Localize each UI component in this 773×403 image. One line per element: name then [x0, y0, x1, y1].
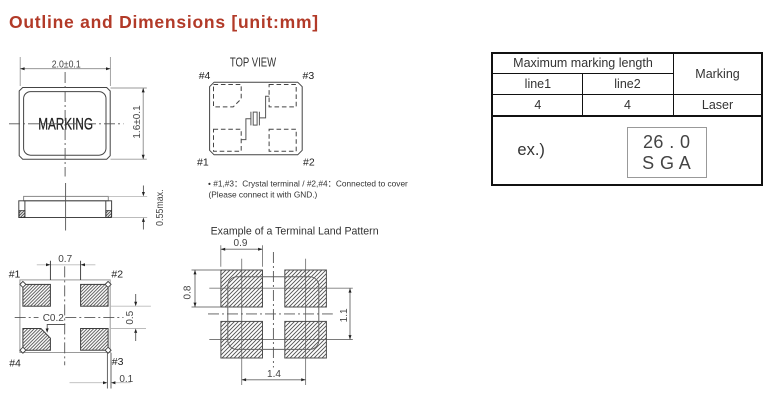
svg-text:#1: #1 [9, 269, 21, 281]
svg-text:0.9: 0.9 [234, 238, 248, 249]
svg-text:0.7: 0.7 [58, 254, 72, 265]
svg-text:Example of a Terminal Land Pat: Example of a Terminal Land Pattern [211, 225, 379, 237]
svg-text:TOP VIEW: TOP VIEW [230, 56, 276, 70]
svg-text:C0.2: C0.2 [43, 313, 65, 324]
svg-text:#1: #1 [197, 157, 209, 169]
svg-text:#4: #4 [199, 70, 211, 82]
svg-text:#2: #2 [111, 269, 123, 281]
svg-text:0.8: 0.8 [183, 285, 194, 299]
svg-text:(Please connect it with GND.): (Please connect it with GND.) [209, 190, 318, 200]
svg-text:MARKING: MARKING [38, 115, 93, 134]
svg-text:1.6±0.1: 1.6±0.1 [132, 105, 143, 139]
svg-text:2.0±0.1: 2.0±0.1 [52, 60, 81, 71]
svg-text:#4: #4 [9, 357, 21, 369]
svg-text:#3: #3 [303, 70, 315, 82]
svg-text:#2: #2 [303, 157, 315, 169]
svg-text:0.5: 0.5 [125, 310, 136, 324]
svg-text:1.1: 1.1 [339, 308, 350, 322]
svg-text:#3: #3 [112, 356, 124, 368]
svg-text:0.1: 0.1 [119, 374, 133, 385]
svg-text:1.4: 1.4 [267, 369, 281, 380]
svg-text:0.55max.: 0.55max. [155, 189, 166, 226]
svg-text:• #1,#3：Crystal terminal / #2,: • #1,#3：Crystal terminal / #2,#4：Connect… [208, 179, 408, 189]
